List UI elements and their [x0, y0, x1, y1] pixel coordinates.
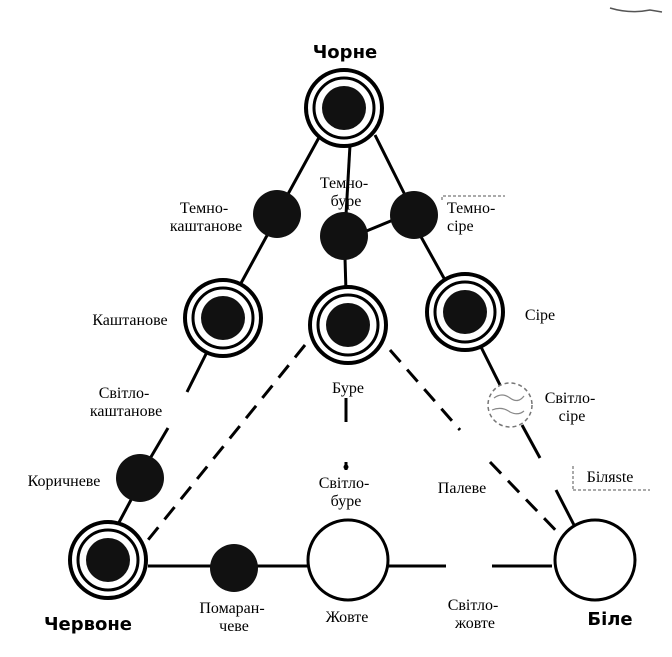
- node-brown: [308, 285, 388, 365]
- label-yellow: Жовте: [326, 609, 369, 626]
- label-light-yellow: Світло- жовте: [448, 597, 503, 632]
- node-black: [304, 68, 384, 148]
- dark-grey-bracket: [441, 195, 505, 200]
- edge-black-dark-grey: [373, 134, 407, 196]
- label-grey: Сіре: [525, 307, 555, 324]
- node-orange: [210, 544, 258, 592]
- label-dark-brown: Темно- буре: [320, 175, 372, 210]
- edge-dark-chestnut-chestnut: [238, 229, 272, 286]
- label-light-grey: Світло- сіре: [545, 390, 600, 425]
- edge-chestnut-light-chestnut: [185, 349, 210, 393]
- edge-brown-red-dashed: [146, 344, 307, 541]
- node-grey: [425, 272, 505, 352]
- label-light-brown: Світло- буре: [319, 475, 374, 510]
- edge-light-grey-whitish: [520, 424, 542, 459]
- label-red-brown: Коричневе: [28, 473, 101, 490]
- label-dark-grey: Темно- сіре: [447, 200, 499, 235]
- label-white: Біле: [587, 609, 632, 630]
- edge-whitish-white: [554, 489, 576, 526]
- node-dark-brown: [320, 212, 368, 260]
- node-dark-chestnut: [253, 190, 301, 238]
- scan-mark: [609, 7, 663, 13]
- edge-black-dark-brown: [344, 144, 352, 216]
- node-white: [553, 518, 637, 602]
- node-yellow: [306, 518, 390, 602]
- whitish-bracket: [572, 466, 650, 491]
- edge-dark-grey-grey: [418, 234, 447, 281]
- node-red: [68, 520, 148, 600]
- node-dark-grey: [390, 191, 438, 239]
- label-chestnut: Каштанове: [92, 312, 167, 329]
- edge-fawn-white-dashed: [488, 460, 567, 542]
- node-chestnut: [183, 278, 263, 358]
- edge-grey-light-grey: [478, 344, 502, 386]
- label-orange: Помаран- чеве: [199, 600, 268, 635]
- node-red-brown: [116, 454, 164, 502]
- label-red: Червоне: [44, 614, 132, 635]
- label-light-chestnut: Світло- каштанове: [90, 385, 162, 420]
- light-brown-dot: [343, 464, 349, 470]
- label-black: Чорне: [313, 42, 377, 63]
- label-brown: Буре: [332, 380, 364, 397]
- label-fawn: Палеве: [438, 480, 486, 497]
- edge-brown-white-dashed: [388, 349, 462, 431]
- edge-black-dark-chestnut: [280, 131, 324, 206]
- label-dark-chestnut: Темно- каштанове: [170, 200, 242, 235]
- edge-light-chestnut-red-brown: [146, 427, 170, 463]
- label-whitish: Біляste: [587, 469, 634, 486]
- node-light-grey: [487, 382, 533, 428]
